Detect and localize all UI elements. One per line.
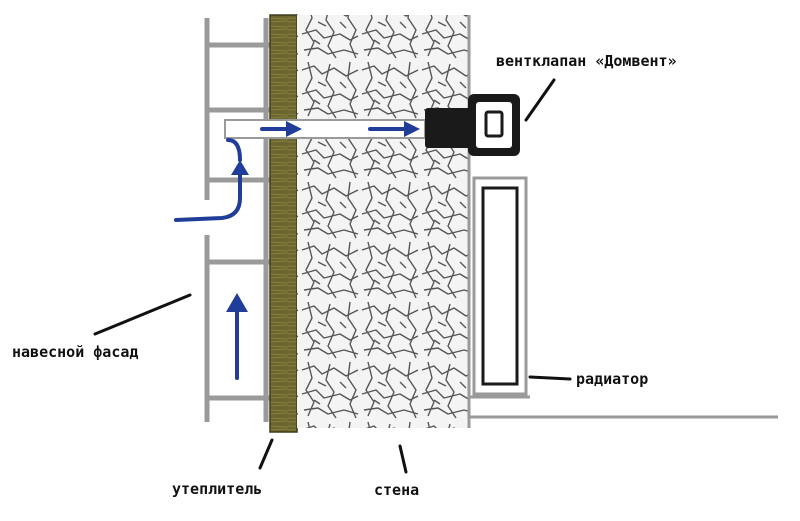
label-radiator: радиатор xyxy=(576,370,649,388)
arrow-inlet-curl xyxy=(226,138,242,162)
insulation-layer xyxy=(269,14,298,433)
radiator xyxy=(470,176,530,399)
airflow-arrows xyxy=(174,127,408,380)
leader-radiator xyxy=(528,375,572,381)
label-wall: стена xyxy=(374,481,420,499)
vent-valve xyxy=(425,94,520,156)
leader-wall xyxy=(398,444,408,474)
leader-insulation xyxy=(258,438,274,470)
leader-lines xyxy=(93,78,572,474)
leader-valve xyxy=(524,78,556,122)
wall-texture xyxy=(297,15,469,428)
arrow-intake xyxy=(174,170,242,222)
label-facade: навесной фасад xyxy=(12,343,139,361)
label-insulation: утеплитель xyxy=(172,480,263,498)
label-valve: вентклапан «Домвент» xyxy=(496,52,677,70)
leader-facade xyxy=(93,293,192,336)
arrowheads xyxy=(226,121,420,312)
